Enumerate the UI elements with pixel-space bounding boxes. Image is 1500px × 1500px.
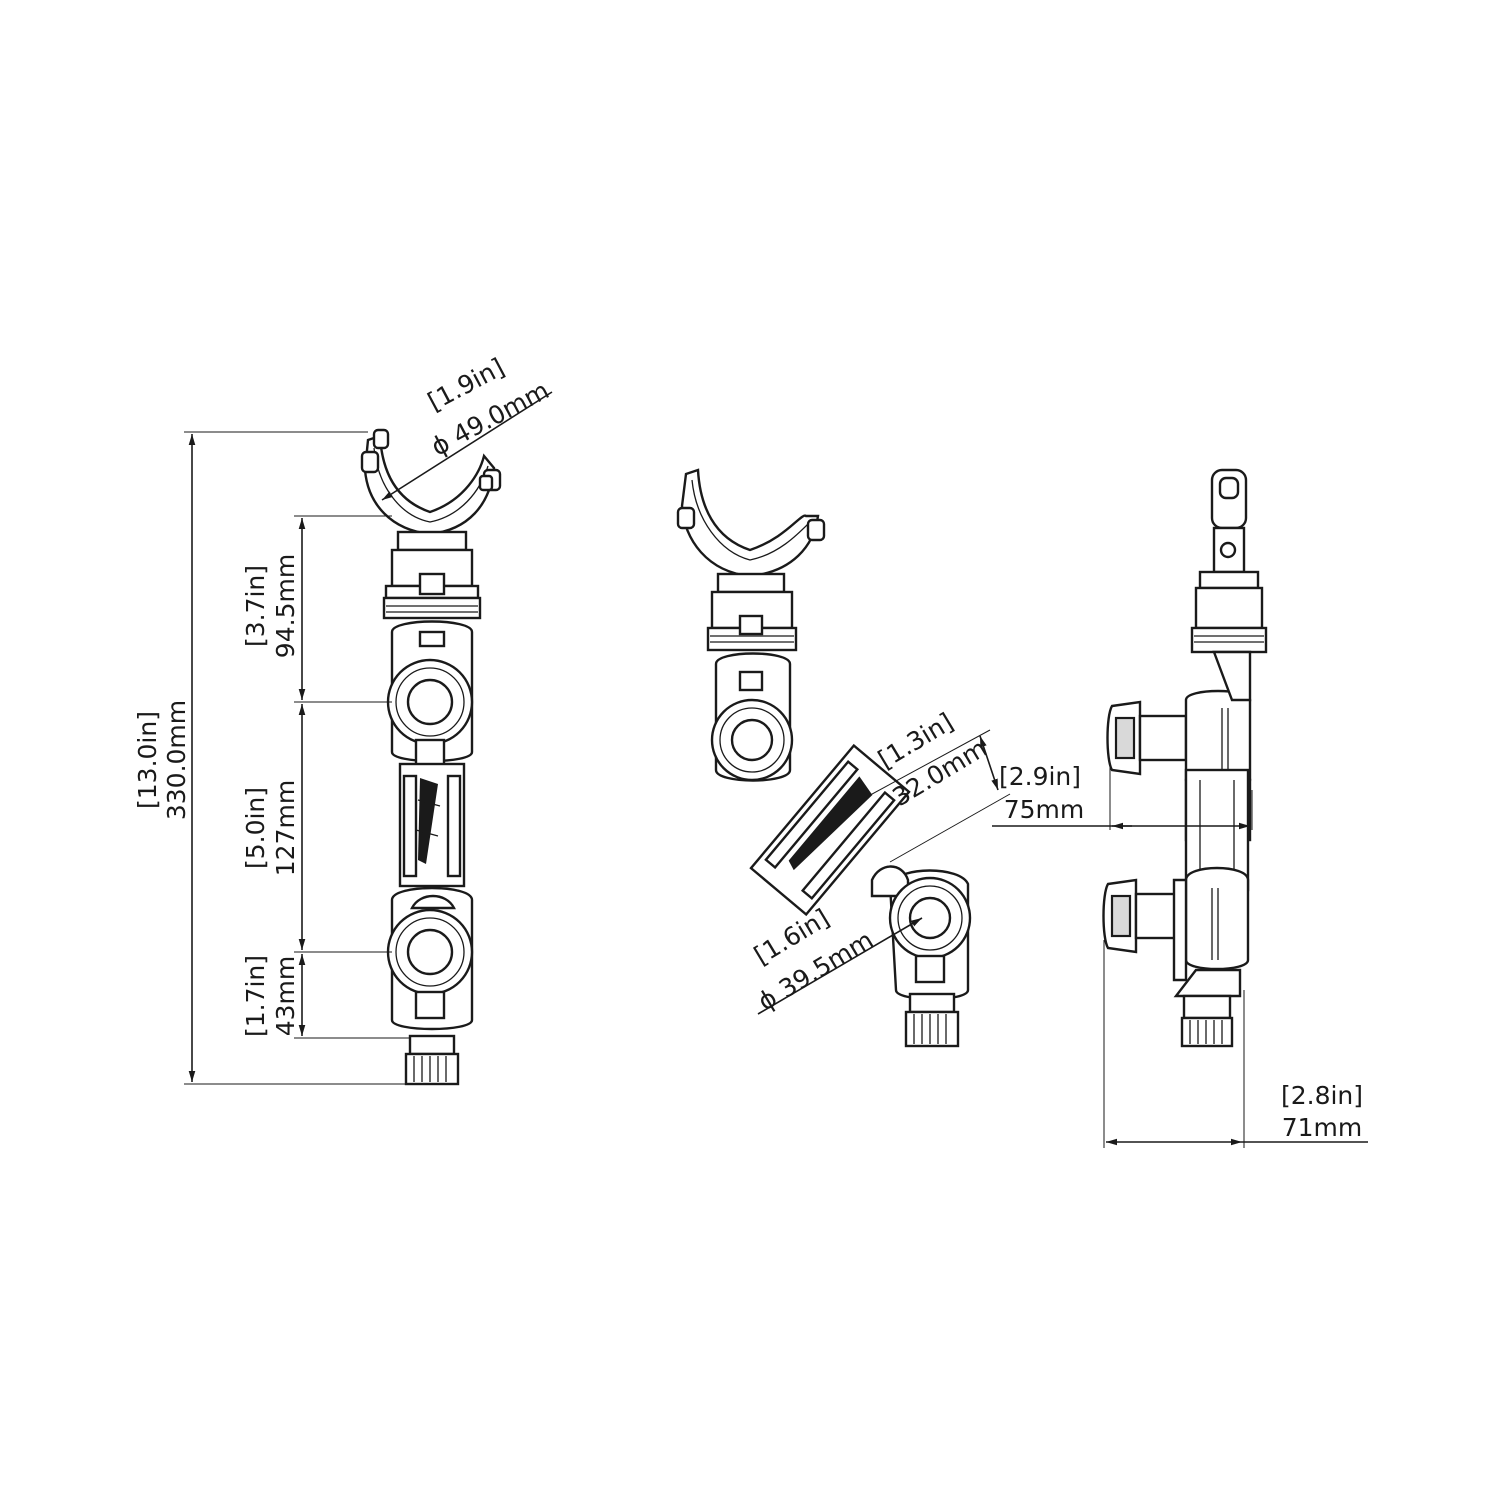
angled-rod-clamp xyxy=(676,468,826,578)
upper-socket xyxy=(386,620,474,768)
middle-segment-inch: [5.0in] xyxy=(241,787,270,869)
angled-lower-socket xyxy=(870,865,972,1001)
middle-segment-mm: 127mm xyxy=(271,780,300,876)
lower-socket xyxy=(386,886,474,1031)
side-clamp-top xyxy=(1210,468,1248,574)
lower-knob-depth-inch: [2.8in] xyxy=(1281,1081,1363,1110)
clamp-collar xyxy=(382,530,482,620)
front-view xyxy=(360,428,502,1086)
angled-collar xyxy=(706,572,798,652)
angled-base-spline xyxy=(904,992,960,1048)
overall-height-mm: 330.0mm xyxy=(162,700,191,820)
side-view xyxy=(1102,468,1268,1048)
side-base-spline xyxy=(1180,994,1234,1048)
base-spline xyxy=(404,1034,460,1086)
center-arm xyxy=(398,762,466,888)
upper-segment-inch: [3.7in] xyxy=(241,565,270,647)
angled-center-arm xyxy=(749,743,911,917)
overall-height-inch: [13.0in] xyxy=(133,711,162,809)
side-lower-knob xyxy=(1102,878,1184,954)
side-collar xyxy=(1190,570,1268,654)
lower-knob-depth-mm: 71mm xyxy=(1282,1113,1363,1142)
side-lower-socket xyxy=(1172,866,1250,998)
lower-segment-inch: [1.7in] xyxy=(241,955,270,1037)
side-dimensions: [2.9in] 75mm [2.8in] 71mm xyxy=(992,762,1368,1148)
angled-upper-socket xyxy=(710,652,794,782)
side-upper-knob xyxy=(1106,700,1188,776)
angled-view xyxy=(676,468,972,1048)
upper-segment-mm: 94.5mm xyxy=(271,554,300,658)
upper-knob-depth-inch: [2.9in] xyxy=(999,762,1081,791)
rod-clamp xyxy=(360,428,502,536)
lower-segment-mm: 43mm xyxy=(271,956,300,1037)
upper-knob-depth-mm: 75mm xyxy=(1004,795,1085,824)
